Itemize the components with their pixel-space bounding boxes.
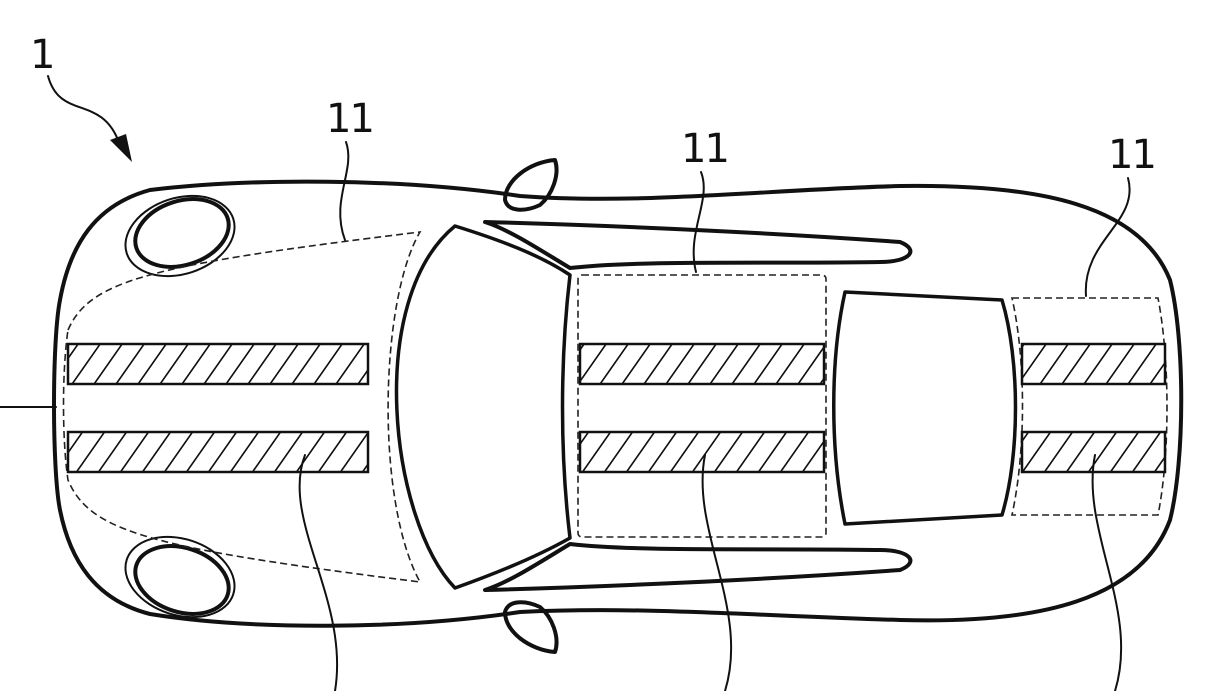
zone-reference-label-hood: 11 [326, 96, 373, 142]
zone-leader-rear [1084, 177, 1131, 297]
roof-rail-top [483, 220, 913, 270]
zone-reference-label-rear: 11 [1108, 132, 1155, 178]
hood-stripe-upper-hatch [68, 344, 368, 384]
roof-stripe-upper-hatch [580, 344, 824, 384]
stripe-leader-hood [298, 454, 339, 691]
vehicle-reference-label: 1 [30, 32, 53, 78]
roof-zone [577, 274, 827, 538]
headlight-top-trim [124, 194, 236, 278]
stripe-leader-rear [1091, 454, 1123, 691]
rear-deck-zone [1010, 297, 1168, 516]
hood-zone [62, 231, 422, 583]
roof-stripe-lower-hatch [580, 432, 824, 472]
car-body-outline [52, 179, 1184, 628]
headlight-top [133, 197, 231, 269]
stripe-leader-roof [701, 454, 733, 691]
headlight-bottom [133, 544, 231, 616]
zone-leader-roof [692, 171, 705, 273]
rear-window [832, 290, 1018, 526]
mirror-bottom [503, 600, 559, 654]
zone-leader-hood [339, 141, 350, 241]
zone-reference-label-roof: 11 [681, 126, 728, 172]
rear-stripe-upper-hatch [1022, 344, 1165, 384]
roof-rail-bottom [483, 542, 913, 592]
vehicle-reference-leader [47, 75, 119, 141]
hood-stripe-lower-hatch [68, 432, 368, 472]
windshield [394, 224, 572, 590]
headlight-bottom-trim [124, 535, 236, 619]
vehicle-reference-arrowhead [110, 134, 132, 162]
mirror-top [503, 158, 559, 212]
